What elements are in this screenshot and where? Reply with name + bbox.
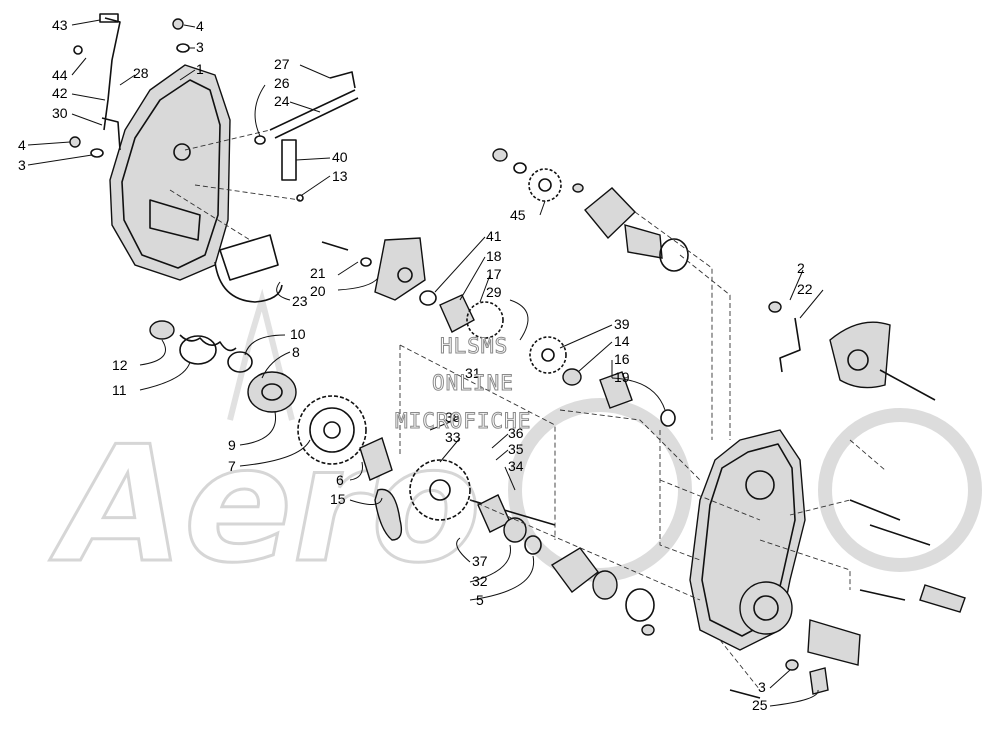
- large-sprocket: [297, 395, 393, 481]
- lower-bearing-parts: [550, 547, 655, 636]
- callout-34: 34: [508, 458, 524, 474]
- callout-22: 22: [797, 281, 813, 297]
- callout-43: 43: [52, 17, 68, 33]
- callout-24: 24: [274, 93, 290, 109]
- callout-7: 7: [228, 458, 236, 474]
- callout-11: 11: [112, 382, 127, 398]
- cover-lever: [73, 13, 121, 151]
- callout-1: 1: [196, 61, 204, 77]
- lower-gear: [409, 459, 556, 555]
- callout-45: 45: [510, 207, 526, 223]
- callout-16: 16: [614, 351, 630, 367]
- chaincase-housing: [689, 429, 861, 666]
- callout-32: 32: [472, 573, 488, 589]
- callout-29: 29: [486, 284, 502, 300]
- callout-15: 15: [330, 491, 346, 507]
- tensioner-mid: [321, 237, 504, 339]
- chaincase-cover: [109, 64, 231, 281]
- watermark-logo-text: Aero: [49, 411, 481, 598]
- callout-26: 26: [274, 75, 290, 91]
- drive-chain: [374, 488, 403, 541]
- callout-8: 8: [292, 344, 300, 360]
- callout-40: 40: [332, 149, 348, 165]
- callout-12: 12: [112, 357, 128, 373]
- callout-36: 36: [508, 425, 524, 441]
- callout-28: 28: [133, 65, 149, 81]
- spring-assembly: [149, 320, 297, 413]
- watermark-tower: [227, 288, 295, 421]
- callout-3-top: 3: [196, 39, 204, 55]
- callout-35: 35: [508, 441, 524, 457]
- callout-3-left: 3: [18, 157, 26, 173]
- callout-23: 23: [292, 293, 308, 309]
- callout-labels: 43 4 3 1 44 28 42 30 4 3 27 26 24 40 13 …: [18, 17, 813, 713]
- callout-3-bottom: 3: [758, 679, 766, 695]
- callout-6: 6: [336, 472, 344, 488]
- callout-4-top: 4: [196, 18, 204, 34]
- callout-19: 19: [614, 369, 630, 385]
- callout-39: 39: [614, 316, 630, 332]
- callout-38: 38: [445, 409, 461, 425]
- gear-shaft-39: [529, 336, 676, 427]
- watermark-line-3: MICROFICHE: [395, 409, 531, 433]
- alignment-lines: [169, 129, 886, 691]
- callout-31: 31: [465, 365, 481, 381]
- upper-sprocket: [492, 148, 689, 272]
- callout-27: 27: [274, 56, 290, 72]
- watermark-line-1: HLSMS: [440, 334, 508, 358]
- callout-33: 33: [445, 429, 461, 445]
- callout-10: 10: [290, 326, 306, 342]
- callout-4-left: 4: [18, 137, 26, 153]
- watermark-logo: Aero: [48, 288, 982, 600]
- callout-44: 44: [52, 67, 68, 83]
- callout-41: 41: [486, 228, 502, 244]
- callout-25: 25: [752, 697, 768, 713]
- brake-bracket: [768, 301, 936, 401]
- callout-18: 18: [486, 248, 502, 264]
- callout-30: 30: [52, 105, 68, 121]
- callout-17: 17: [486, 266, 502, 282]
- right-bolts: [729, 499, 966, 699]
- watermark-text: HLSMS ONLINE MICROFICHE: [395, 334, 531, 434]
- callout-14: 14: [614, 333, 630, 349]
- watermark-wheel-rear: [818, 408, 982, 572]
- callout-20: 20: [310, 283, 326, 299]
- leader-lines: [27, 19, 824, 707]
- callout-2: 2: [797, 260, 805, 276]
- callout-42: 42: [52, 85, 68, 101]
- callout-13: 13: [332, 168, 348, 184]
- tensioner-bracket: [214, 234, 283, 303]
- watermark-line-2: ONLINE: [432, 371, 514, 395]
- callout-37: 37: [472, 553, 488, 569]
- callout-5: 5: [476, 592, 484, 608]
- callout-9: 9: [228, 437, 236, 453]
- callout-21: 21: [310, 265, 326, 281]
- bolts-top: [69, 18, 190, 158]
